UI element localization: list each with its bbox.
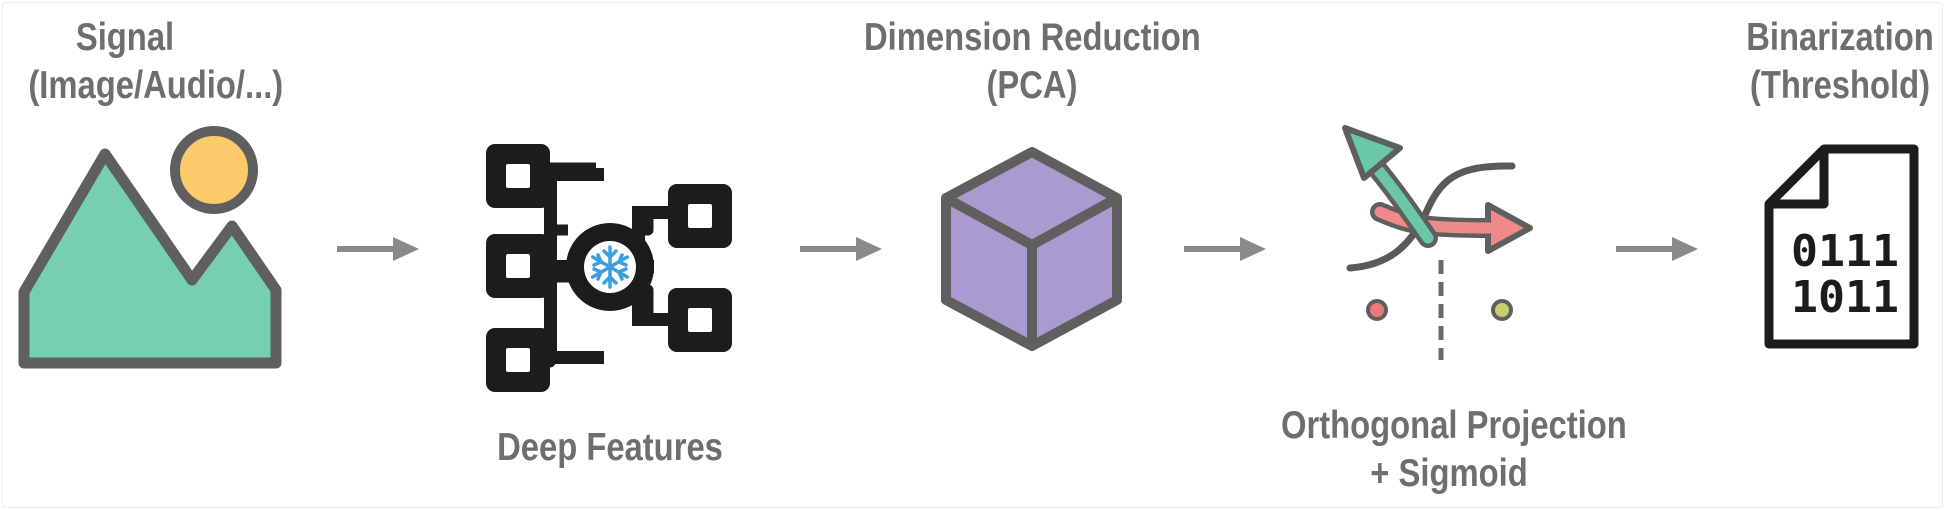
- deep-features-label-line1: Deep Features: [497, 426, 723, 469]
- binary-row-2: 1011: [1791, 272, 1899, 323]
- sun-shape: [170, 126, 258, 214]
- deep-features-label: Deep Features: [492, 424, 727, 472]
- snowflake-icon: [590, 245, 630, 289]
- binary-file-icon: 0111 1011: [1764, 144, 1919, 349]
- binarization-label-line2: (Threshold): [1749, 64, 1931, 107]
- arrow-right-icon: [800, 237, 882, 261]
- arrow-right-icon: [337, 237, 419, 261]
- signal-label-line1: Signal: [75, 16, 175, 59]
- dimension-reduction-label: Dimension Reduction (PCA): [864, 14, 1201, 110]
- orthogonal-projection-label-line1: Orthogonal Projection: [1281, 404, 1627, 447]
- dimension-reduction-label-line1: Dimension Reduction: [864, 16, 1201, 59]
- image-icon: [18, 126, 282, 369]
- dimension-reduction-label-line2: (PCA): [986, 64, 1078, 107]
- arrow-right-icon: [1184, 237, 1266, 261]
- mountain-shape: [18, 148, 282, 369]
- projection-icon: [1342, 125, 1533, 360]
- binarization-label-line1: Binarization: [1746, 16, 1934, 59]
- frozen-network-icon: [486, 144, 732, 392]
- orthogonal-projection-label: Orthogonal Projection + Sigmoid: [1281, 402, 1627, 498]
- cube-icon: [941, 147, 1122, 351]
- binary-row-1: 0111: [1791, 226, 1899, 277]
- arrow-right-icon: [1616, 237, 1698, 261]
- orthogonal-projection-label-line2: + Sigmoid: [1370, 452, 1528, 495]
- binarization-label: Binarization (Threshold): [1739, 14, 1941, 110]
